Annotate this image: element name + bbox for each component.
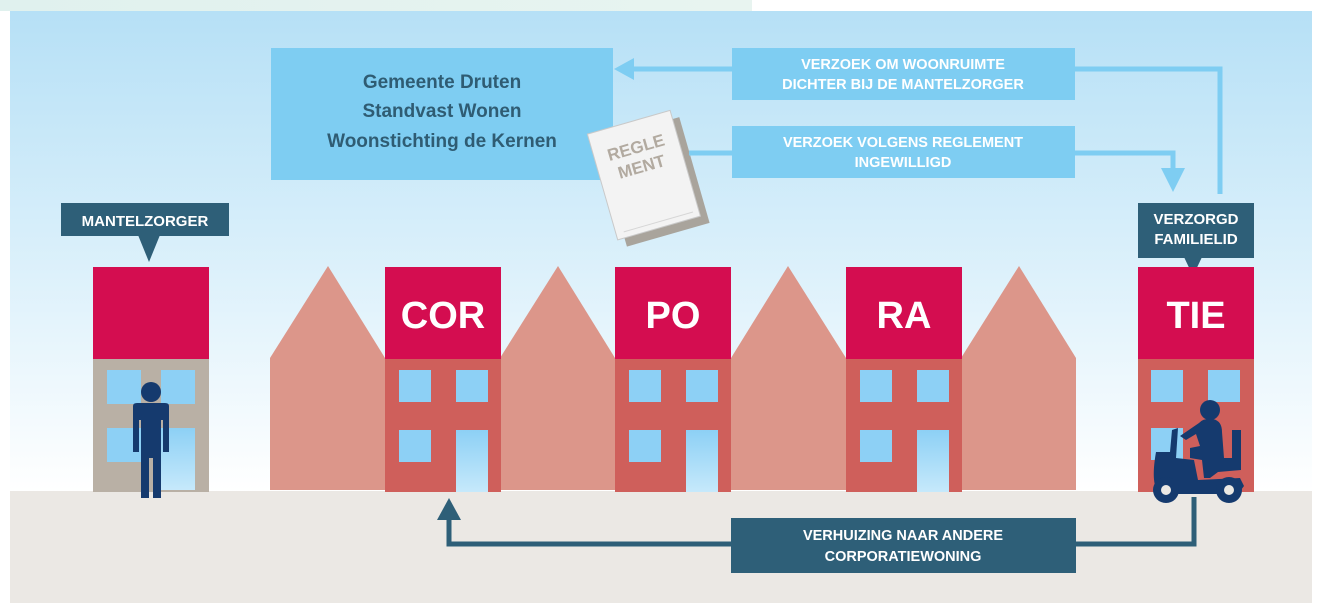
caregiver-house [93, 267, 209, 492]
move-line-1: VERHUIZING NAAR ANDERE [803, 528, 1003, 544]
house-cor-label: COR [401, 295, 485, 337]
housing-request-line-2: DICHTER BIJ DE MANTELZORGER [782, 77, 1024, 93]
org-line-3: Woonstichting de Kernen [327, 131, 557, 152]
housing-request-label: VERZOEK OM WOONRUIMTE DICHTER BIJ DE MAN… [732, 48, 1075, 100]
granted-line-2: INGEWILLIGD [855, 155, 952, 171]
organizations-box: Gemeente Druten Standvast Wonen Woonstic… [271, 48, 613, 180]
relative-line-1: VERZORGD [1153, 211, 1238, 228]
house-po-label: PO [646, 295, 701, 337]
caregiver-text: MANTELZORGER [82, 213, 209, 230]
caregiver-house-roof [93, 267, 209, 359]
relative-line-2: FAMILIELID [1154, 231, 1237, 248]
house-tie-label: TIE [1166, 295, 1225, 337]
house-cor: COR [385, 267, 501, 492]
top-strip [0, 0, 752, 11]
org-line-2: Standvast Wonen [362, 101, 521, 122]
move-label: VERHUIZING NAAR ANDERE CORPORATIEWONING [731, 518, 1076, 573]
org-line-1: Gemeente Druten [363, 72, 521, 93]
granted-line-1: VERZOEK VOLGENS REGLEMENT [783, 135, 1023, 151]
gable-houses [270, 266, 1076, 490]
house-ra: RA [846, 267, 962, 492]
caregiver-person-icon [133, 382, 169, 498]
caregiver-label: MANTELZORGER [61, 203, 229, 262]
granted-label: VERZOEK VOLGENS REGLEMENT INGEWILLIGD [732, 126, 1075, 178]
house-ra-label: RA [877, 295, 932, 337]
move-line-2: CORPORATIEWONING [825, 549, 982, 565]
reglement-document: REGLE MENT [586, 109, 710, 247]
housing-request-line-1: VERZOEK OM WOONRUIMTE [801, 57, 1005, 73]
house-po: PO [615, 267, 731, 492]
mobility-scooter-icon [1153, 400, 1244, 503]
relative-label: VERZORGD FAMILIELID [1138, 203, 1254, 276]
ground [10, 491, 1312, 603]
